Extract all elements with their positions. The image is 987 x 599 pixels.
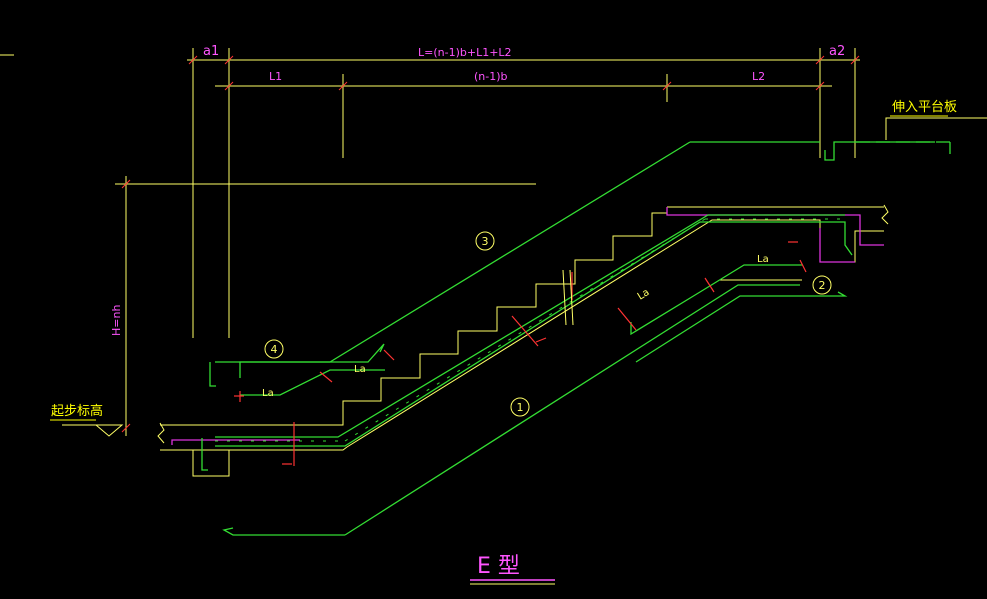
dim-L2-label: L2 [752, 70, 765, 83]
bar-mark-4: 4 [264, 339, 284, 359]
anchor-label-La-middle: La [354, 364, 366, 375]
dim-total-label: L=(n-1)b+L1+L2 [418, 46, 512, 59]
dim-a2-label: a2 [829, 44, 845, 59]
dim-nb-label: (n-1)b [474, 70, 508, 83]
stair-concrete-outline [62, 117, 987, 477]
slab-break-lines [562, 269, 574, 326]
start-elevation-label: 起步标高 [51, 403, 103, 419]
landing-slab-label: 伸入平台板 [892, 100, 957, 115]
bar-mark-3-text: 3 [482, 235, 489, 248]
anchor-label-La-bottom: La [262, 388, 274, 399]
bar-mark-2-text: 2 [819, 279, 826, 292]
bar-mark-3: 3 [475, 231, 495, 251]
dim-L1-label: L1 [269, 70, 282, 83]
dim-height-label: H=nh [110, 305, 123, 336]
bar-mark-1: 1 [510, 397, 530, 417]
anchorage-marks [234, 241, 807, 466]
dimension-ticks [121, 55, 860, 433]
anchor-label-La-upper: La [757, 254, 769, 265]
anchor-label-La-right: La [636, 287, 652, 303]
drawing-title: E 型 [477, 554, 520, 579]
dim-a1-label: a1 [203, 44, 219, 59]
bar-mark-2: 2 [812, 275, 832, 295]
dimension-lines [0, 48, 860, 436]
main-rebar [201, 141, 853, 536]
landing-rebar [824, 141, 951, 161]
magenta-rebar [171, 207, 884, 445]
distribution-bars [215, 218, 845, 442]
bar-mark-4-text: 4 [271, 343, 278, 356]
bar-mark-1-text: 1 [517, 401, 524, 414]
